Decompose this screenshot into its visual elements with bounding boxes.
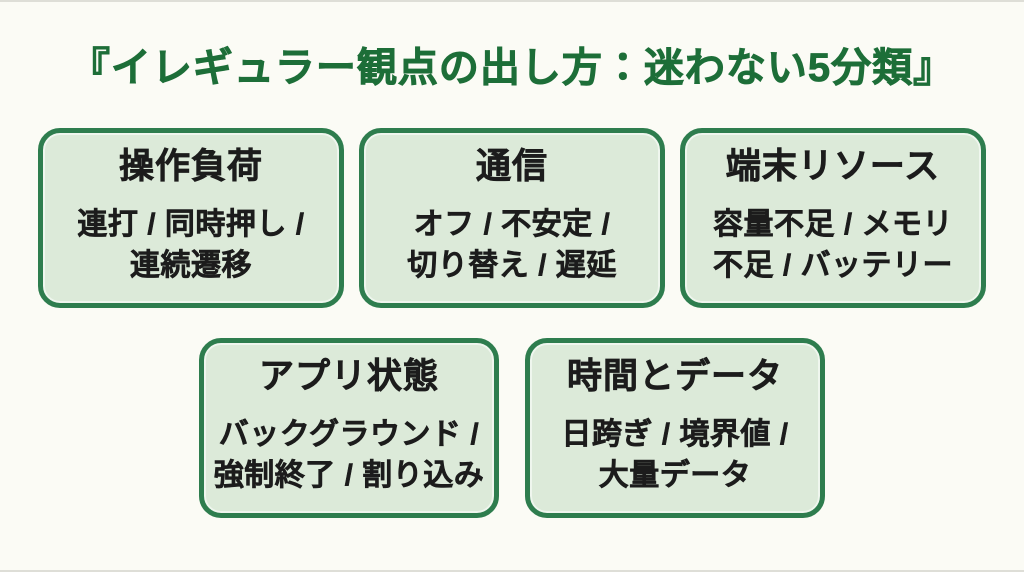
category-title: 時間とデータ (566, 357, 783, 397)
category-items: 容量不足 / メモリ 不足 / バッテリー (712, 207, 953, 282)
category-card-communication: 通信 オフ / 不安定 / 切り替え / 遅延 (359, 128, 665, 308)
category-items: 日跨ぎ / 境界値 / 大量データ (561, 417, 789, 492)
category-title: 端末リソース (725, 147, 941, 187)
category-title: 操作負荷 (118, 147, 263, 187)
slide-title: 『イレギュラー観点の出し方：迷わない5分類』 (69, 46, 955, 91)
bottom-edge-line (0, 570, 1024, 572)
category-items: 連打 / 同時押し / 連続遷移 (77, 207, 305, 282)
category-items: オフ / 不安定 / 切り替え / 遅延 (407, 207, 617, 282)
top-edge-line (0, 0, 1024, 2)
category-card-operation-load: 操作負荷 連打 / 同時押し / 連続遷移 (38, 128, 344, 308)
category-title: 通信 (475, 147, 548, 187)
category-card-time-and-data: 時間とデータ 日跨ぎ / 境界値 / 大量データ (525, 338, 825, 518)
category-title: アプリ状態 (258, 357, 439, 397)
category-card-device-resources: 端末リソース 容量不足 / メモリ 不足 / バッテリー (680, 128, 986, 308)
category-row-top: 操作負荷 連打 / 同時押し / 連続遷移 通信 オフ / 不安定 / 切り替え… (0, 128, 1024, 308)
category-items: バックグラウンド / 強制終了 / 割り込み (213, 417, 485, 492)
category-row-bottom: アプリ状態 バックグラウンド / 強制終了 / 割り込み 時間とデータ 日跨ぎ … (0, 338, 1024, 518)
category-card-app-state: アプリ状態 バックグラウンド / 強制終了 / 割り込み (199, 338, 499, 518)
